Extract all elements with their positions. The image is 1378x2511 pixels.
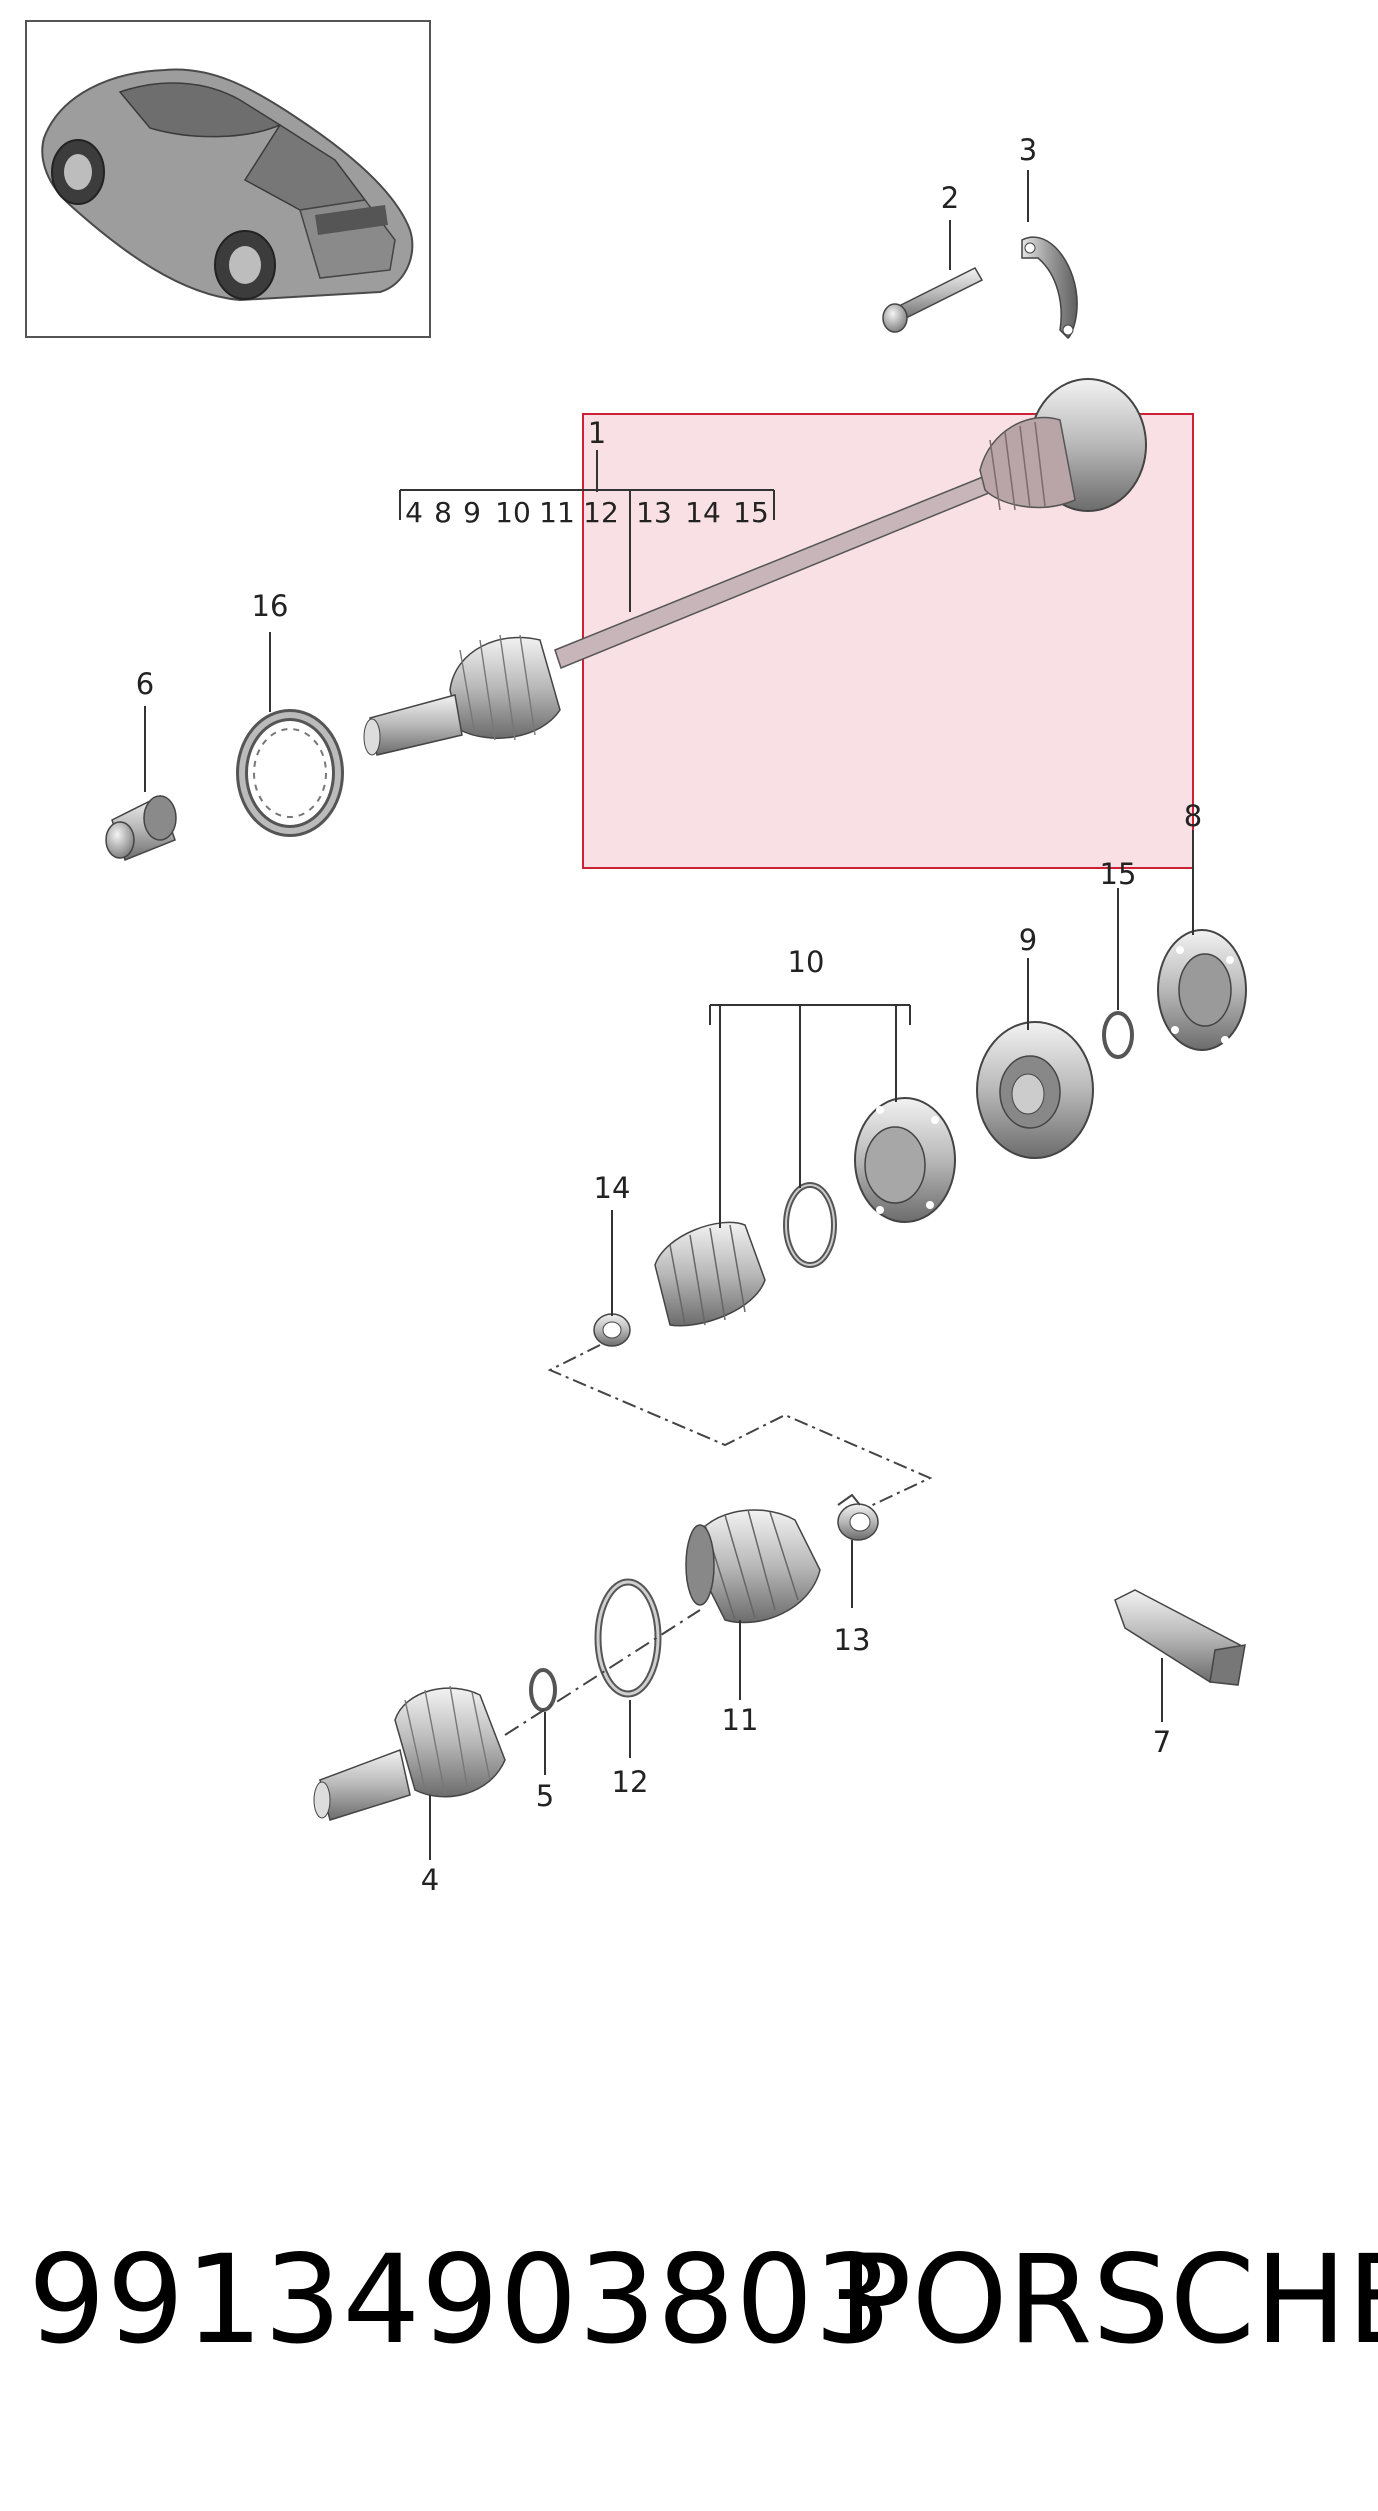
part-2-bolt[interactable] <box>882 267 984 333</box>
callout-4: 4 <box>421 1863 439 1897</box>
kit-item: 12 <box>583 496 619 529</box>
part-14-clamp[interactable] <box>593 1313 631 1347</box>
callout-1: 1 <box>588 416 606 450</box>
footer: 99134903803 PORSCHE <box>0 2230 1378 2370</box>
kit-item: 9 <box>463 496 481 529</box>
part-12-clamp-ring[interactable] <box>594 1578 662 1698</box>
callout-5: 5 <box>536 1779 554 1813</box>
callout-10: 10 <box>788 945 825 979</box>
part-7-grease-tube[interactable] <box>1114 1589 1246 1686</box>
part-6-nut[interactable] <box>105 794 177 861</box>
kit-item: 11 <box>539 496 575 529</box>
callout-2: 2 <box>941 181 959 215</box>
kit-item: 4 <box>405 496 423 529</box>
kit-item: 15 <box>733 496 769 529</box>
part-10-boot[interactable] <box>654 1221 766 1327</box>
callout-8: 8 <box>1184 799 1202 833</box>
part-9-cv-joint[interactable] <box>976 1021 1094 1159</box>
callout-3: 3 <box>1019 133 1037 167</box>
callout-14: 14 <box>594 1171 631 1205</box>
brand-name: PORSCHE <box>838 2229 1378 2371</box>
part-8-flange-cover[interactable] <box>1157 929 1247 1051</box>
part-10-clamp-ring[interactable] <box>783 1182 837 1268</box>
callout-labels: 2 3 1 16 6 8 15 9 10 14 13 11 12 5 4 7 <box>136 133 1202 1897</box>
callout-16: 16 <box>252 589 289 623</box>
kit-item: 14 <box>685 496 721 529</box>
part-3-lock-plate[interactable] <box>1021 236 1078 339</box>
callout-9: 9 <box>1019 923 1037 957</box>
car-thumbnail <box>25 20 431 338</box>
part-number: 99134903803 <box>28 2229 893 2371</box>
kit-list: 4 8 9 10 11 12 13 14 15 <box>405 496 769 529</box>
part-5-circlip[interactable] <box>529 1668 557 1712</box>
callout-11: 11 <box>722 1703 759 1737</box>
kit-item: 13 <box>636 496 672 529</box>
callout-12: 12 <box>612 1765 649 1799</box>
callout-6: 6 <box>136 667 154 701</box>
kit-item: 10 <box>495 496 531 529</box>
part-11-boot[interactable] <box>685 1509 821 1624</box>
callout-13: 13 <box>834 1623 871 1657</box>
connector-line <box>547 1344 933 1511</box>
part-1-drive-shaft[interactable] <box>363 378 1147 756</box>
part-16-retaining-ring[interactable] <box>236 709 344 837</box>
part-15-circlip[interactable] <box>1102 1011 1134 1059</box>
kit-item: 8 <box>434 496 452 529</box>
part-4-outer-joint[interactable] <box>313 1609 701 1821</box>
callout-15: 15 <box>1100 857 1137 891</box>
callout-7: 7 <box>1153 1725 1171 1759</box>
car-icon <box>41 68 414 302</box>
part-13-clamp[interactable] <box>837 1493 879 1541</box>
part-10-flange[interactable] <box>854 1097 956 1223</box>
leader-lines <box>144 170 1194 1860</box>
